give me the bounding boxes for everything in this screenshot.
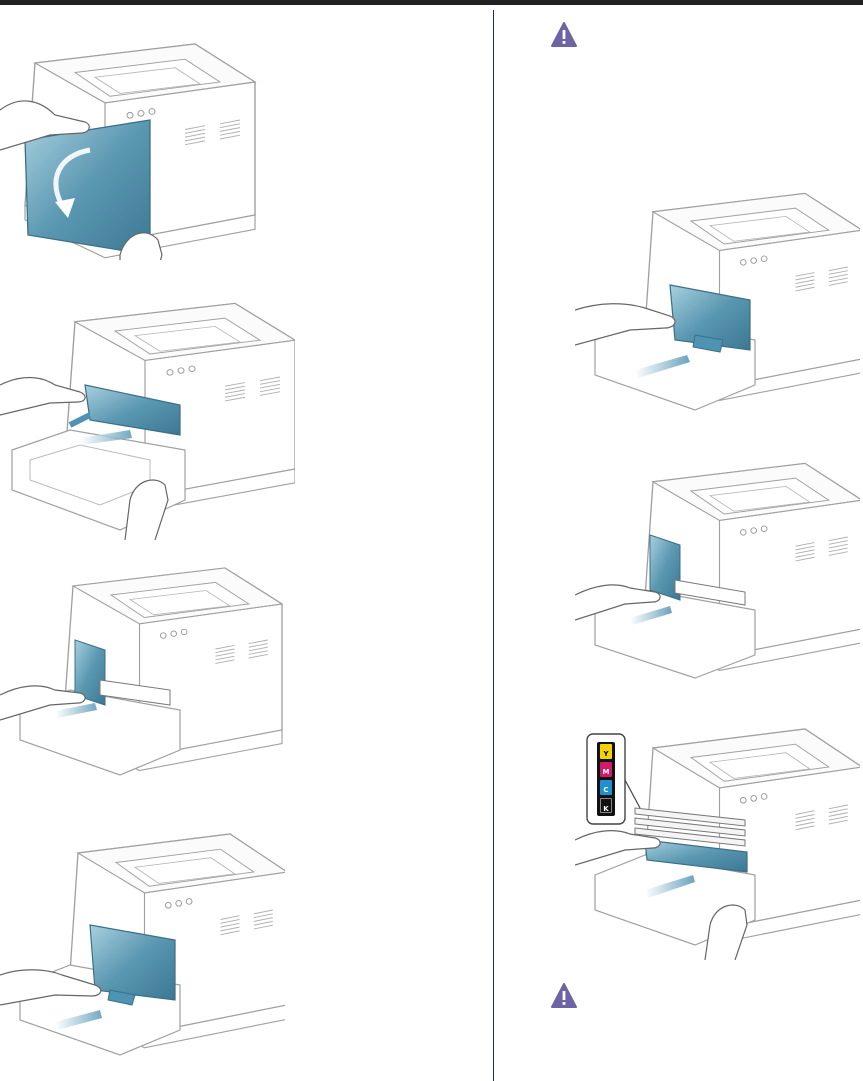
color-key: Y M C K [597, 742, 615, 816]
color-key-k: K [600, 798, 612, 813]
color-key-label-m: M [603, 768, 610, 776]
color-key-label-c: C [603, 786, 608, 794]
illustration-push-in-container [575, 460, 860, 680]
color-key-label-y: Y [603, 750, 608, 758]
color-key-y: Y [600, 744, 612, 759]
illustration-open-front-cover [0, 40, 260, 260]
warning-icon [551, 983, 577, 1009]
illustration-remove-waste-container [0, 300, 295, 540]
illustration-slide-out-unit [0, 830, 285, 1060]
illustration-pull-out-unit [0, 565, 285, 780]
column-divider [493, 10, 494, 1081]
color-key-label-k: K [603, 805, 608, 813]
top-rule [0, 0, 863, 5]
color-key-c: C [600, 780, 612, 795]
warning-icon [551, 22, 577, 48]
illustration-insert-cartridges [575, 720, 860, 960]
illustration-insert-unit [575, 190, 860, 415]
color-key-m: M [600, 762, 612, 777]
